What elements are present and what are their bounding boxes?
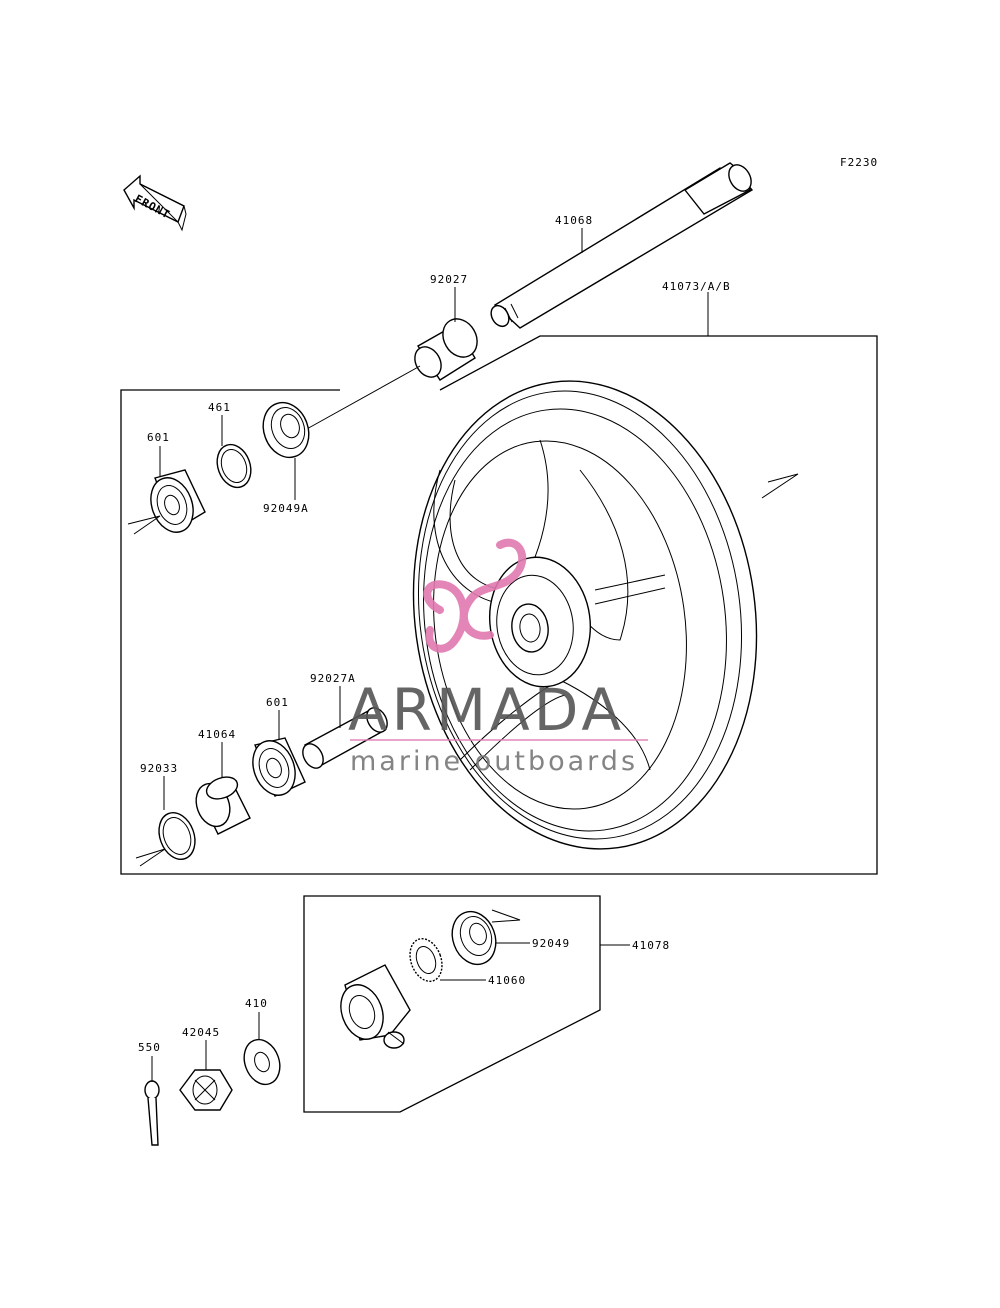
part-label-42045: 42045 <box>182 1026 220 1039</box>
washer-part <box>243 1038 281 1086</box>
wheel-rim-part <box>412 380 758 850</box>
bearing-right-part <box>252 737 306 797</box>
part-label-92049a: 92049A <box>263 502 309 515</box>
part-label-92033: 92033 <box>140 762 178 775</box>
front-arrow-icon: FRONT <box>123 174 187 232</box>
part-label-41064: 41064 <box>198 728 236 741</box>
armada-logo-icon <box>423 538 527 653</box>
part-label-41068: 41068 <box>555 214 593 227</box>
oil-seal-left-part <box>262 401 310 459</box>
axle-part <box>490 162 754 329</box>
watermark-title: ARMADA <box>348 676 625 744</box>
gear-housing-bracket <box>303 895 601 1113</box>
part-label-92049: 92049 <box>532 937 570 950</box>
part-label-92027: 92027 <box>430 273 468 286</box>
gear-housing-part <box>340 964 411 1049</box>
part-label-601-right: 601 <box>266 696 289 709</box>
circlip-right-part <box>158 812 196 860</box>
watermark: ARMADA marine outboards <box>348 538 648 777</box>
meter-gear-part <box>409 937 443 983</box>
part-label-461: 461 <box>208 401 231 414</box>
part-label-92027a: 92027A <box>310 672 356 685</box>
diagram-code: F2230 <box>840 156 878 169</box>
collar-part <box>414 318 478 381</box>
part-label-410: 410 <box>245 997 268 1010</box>
hub-collar-part <box>195 776 251 835</box>
part-label-550: 550 <box>138 1041 161 1054</box>
part-label-41078: 41078 <box>632 939 670 952</box>
distance-collar-part <box>302 707 388 769</box>
axle-nut-part <box>179 1069 233 1111</box>
part-label-601-left: 601 <box>147 431 170 444</box>
bearing-left-part <box>150 469 206 533</box>
cotter-pin-part <box>144 1080 160 1146</box>
wheel-assembly-bracket <box>120 335 878 875</box>
part-label-41073-a-b: 41073/A/B <box>662 280 731 293</box>
watermark-subtitle: marine outboards <box>350 746 638 777</box>
oil-seal-right-part <box>451 910 497 966</box>
part-label-41060: 41060 <box>488 974 526 987</box>
circlip-part <box>216 443 252 489</box>
